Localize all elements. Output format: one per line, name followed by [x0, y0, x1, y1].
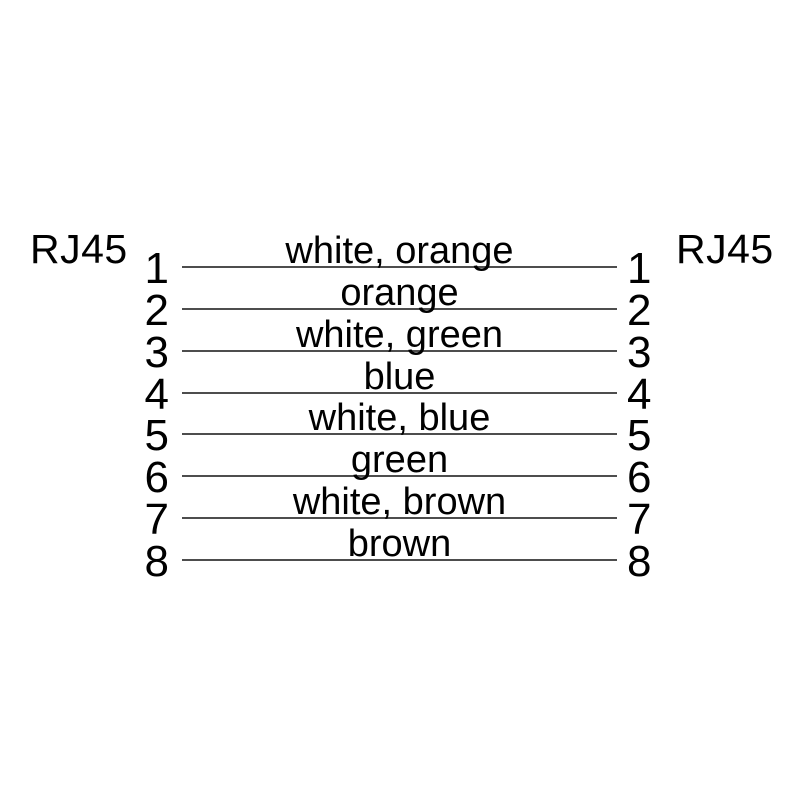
- pin-number-left: 1: [144, 244, 169, 293]
- wire-line: [182, 559, 617, 561]
- wire-line: [182, 475, 617, 477]
- pin-number-left: 4: [144, 370, 169, 419]
- pin-number-right: 7: [627, 495, 652, 544]
- right-connector-label: RJ45: [676, 226, 774, 272]
- wire-color-label: white, orange: [285, 230, 514, 272]
- pin-number-left: 6: [144, 453, 169, 502]
- wire-color-label: green: [350, 439, 449, 481]
- wire-line: [182, 350, 617, 352]
- pin-number-left: 7: [144, 495, 169, 544]
- wire-color-label: orange: [340, 272, 459, 314]
- pin-number-left: 2: [144, 286, 169, 335]
- wire-line: [182, 517, 617, 519]
- wire-line: [182, 266, 617, 268]
- pin-number-right: 6: [627, 453, 652, 502]
- wire-color-label: blue: [363, 356, 436, 398]
- pin-number-right: 4: [627, 370, 652, 419]
- wire-color-label: white, brown: [292, 481, 507, 523]
- wire-color-label: white, green: [295, 314, 503, 356]
- wire-color-label: brown: [347, 523, 452, 565]
- pin-number-left: 3: [144, 328, 169, 377]
- pin-number-left: 5: [144, 411, 169, 460]
- pin-number-right: 3: [627, 328, 652, 377]
- pin-number-right: 2: [627, 286, 652, 335]
- wire-line: [182, 308, 617, 310]
- pin-number-right: 8: [627, 537, 652, 586]
- pin-number-right: 1: [627, 244, 652, 293]
- wire-line: [182, 433, 617, 435]
- wire-color-label: white, blue: [308, 397, 491, 439]
- left-connector-label: RJ45: [30, 226, 128, 272]
- wire-line: [182, 392, 617, 394]
- pin-number-right: 5: [627, 411, 652, 460]
- pin-number-left: 8: [144, 537, 169, 586]
